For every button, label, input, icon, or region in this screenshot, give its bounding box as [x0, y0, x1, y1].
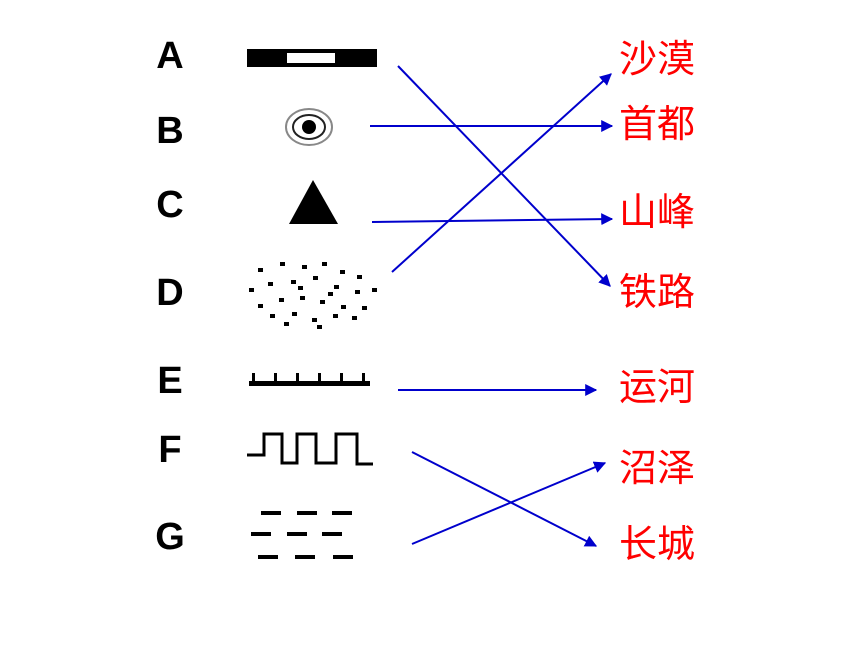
term-mountain-peak: 山峰 — [619, 190, 696, 234]
arrow-f-to-great-wall — [411, 451, 598, 547]
canal-symbol — [249, 373, 370, 386]
arrow-d-to-desert — [391, 73, 612, 273]
great-wall-symbol — [247, 432, 373, 466]
arrow-c-to-peak — [371, 213, 614, 226]
arrow-a-to-railway — [397, 65, 611, 287]
railway-symbol — [247, 49, 377, 67]
letter-f: F — [158, 429, 182, 471]
swamp-symbol — [251, 511, 353, 559]
term-railway: 铁路 — [619, 270, 696, 314]
desert-symbol — [249, 262, 377, 329]
term-swamp: 沼泽 — [619, 446, 696, 490]
term-canal: 运河 — [619, 365, 696, 409]
letter-c: C — [156, 184, 184, 226]
mountain-peak-symbol — [289, 180, 338, 224]
letter-b: B — [156, 110, 184, 152]
letter-g: G — [155, 516, 185, 558]
term-desert: 沙漠 — [619, 37, 696, 81]
term-great-wall: 长城 — [619, 522, 696, 566]
letter-d: D — [156, 272, 184, 314]
letter-e: E — [157, 360, 183, 402]
capital-symbol — [285, 108, 333, 146]
letter-a: A — [156, 35, 184, 77]
term-capital: 首都 — [619, 102, 696, 146]
arrow-g-to-swamp — [411, 461, 607, 545]
